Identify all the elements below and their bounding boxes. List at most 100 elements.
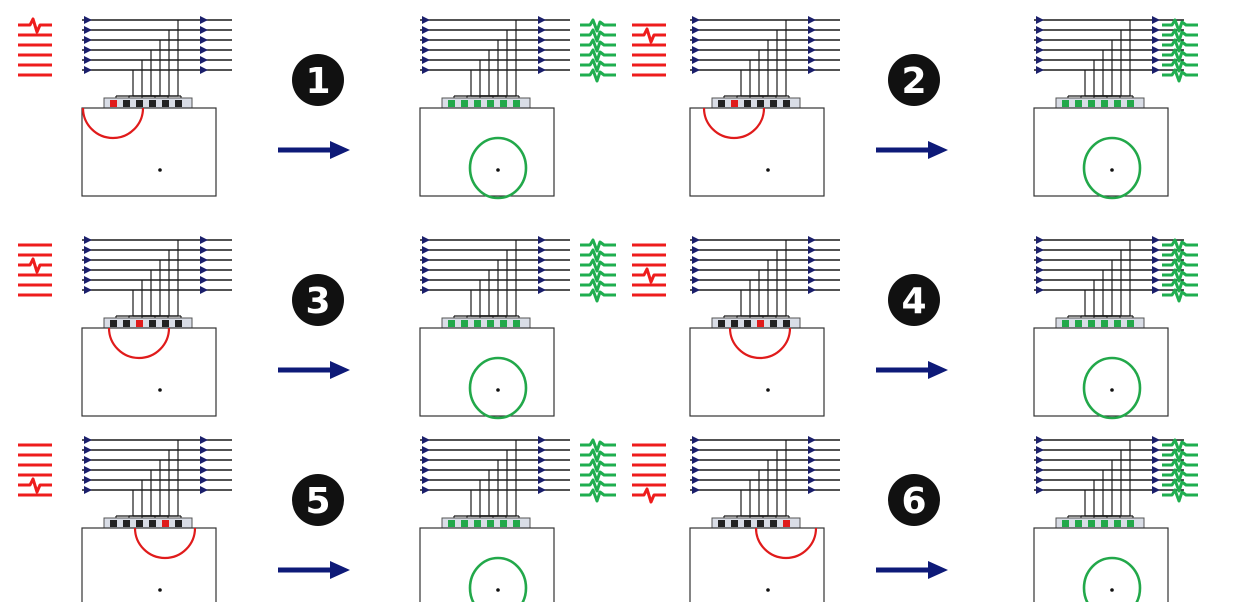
waveform-trace [1162,478,1198,493]
output-waveforms [580,18,616,83]
channel-triangle-icon [1152,286,1160,294]
electrode-contact [110,320,117,327]
step-number: 4 [901,281,926,322]
electrode-contact [500,320,507,327]
channel-triangle-icon [1152,456,1160,464]
channel-triangle-icon [1036,456,1044,464]
input-waveforms [632,243,666,297]
electrode-contact [461,100,468,107]
channel-triangle-icon [692,26,700,34]
channel-triangle-icon [84,456,92,464]
channel-triangle-icon [84,56,92,64]
waveform-trace [1162,438,1198,453]
tissue-region [419,327,555,417]
electrode-contact [123,100,130,107]
electrode-contact [1101,520,1108,527]
channel-triangle-icon [422,256,430,264]
channel-triangle-icon [808,276,816,284]
step-badge: 1 [292,54,344,106]
stimulation-panel-after [419,436,570,606]
channel-triangle-icon [84,16,92,24]
channel-triangle-icon [808,436,816,444]
electrode-contact [718,520,725,527]
input-waveforms [632,443,666,504]
channel-triangle-icon [808,66,816,74]
channel-triangle-icon [1036,66,1044,74]
electrode-contact [136,520,143,527]
waveform-trace [580,68,616,83]
output-waveforms [580,438,616,503]
stimulation-field [468,356,528,420]
tissue-region [81,107,217,197]
channel-triangle-icon [1036,436,1044,444]
electrode-contact [1101,100,1108,107]
channel-triangle-icon [808,466,816,474]
channel-triangle-icon [538,486,546,494]
waveform-trace [1162,238,1198,253]
electrode-contact [1075,320,1082,327]
right-arrow-icon [330,361,350,379]
channel-triangle-icon [1152,26,1160,34]
channel-triangle-icon [692,36,700,44]
channel-triangle-icon [200,46,208,54]
stimulation-panel-after [1033,436,1184,606]
transition-arrow [876,561,948,579]
step-badge-circle [292,274,344,326]
channel-triangle-icon [808,476,816,484]
waveform-trace [632,487,666,504]
channel-triangle-icon [1152,486,1160,494]
waveform-trace [1162,48,1198,63]
channel-triangle-icon [808,16,816,24]
target-point [496,588,500,592]
stimulation-panel-after [419,236,570,420]
target-point [766,168,770,172]
channel-triangle-icon [1036,236,1044,244]
channel-triangle-icon [692,446,700,454]
output-waveforms [1162,438,1198,503]
channel-triangle-icon [200,446,208,454]
channel-triangle-icon [200,36,208,44]
electrode-contact [1062,100,1069,107]
waveform-trace [1162,18,1198,33]
channel-triangle-icon [84,26,92,34]
channel-triangle-icon [692,486,700,494]
channel-triangle-icon [84,36,92,44]
channel-triangle-icon [1036,36,1044,44]
electrode-contact [448,320,455,327]
channel-triangle-icon [422,16,430,24]
channel-triangle-icon [1036,266,1044,274]
channel-triangle-icon [422,486,430,494]
channel-triangle-icon [538,66,546,74]
electrode-contact [1127,320,1134,327]
waveform-trace [1162,248,1198,263]
tissue-region [689,107,825,197]
channel-triangle-icon [200,266,208,274]
stimulation-panel-before [689,436,840,606]
electrode-contact [1062,520,1069,527]
waveform-trace [1162,58,1198,73]
electrode-contact [123,320,130,327]
channel-triangle-icon [84,476,92,484]
waveform-trace [580,438,616,453]
channel-triangle-icon [200,236,208,244]
electrode-contact [757,320,764,327]
electrode-contact [110,520,117,527]
waveform-trace [18,477,52,494]
electrode-contact [175,320,182,327]
waveform-trace [580,38,616,53]
input-waveforms [18,17,52,77]
channel-triangle-icon [1036,476,1044,484]
channel-triangle-icon [1036,286,1044,294]
channel-triangle-icon [200,476,208,484]
waveform-trace [1162,448,1198,463]
step-badge: 5 [292,474,344,526]
channel-triangle-icon [84,446,92,454]
channel-triangle-icon [538,236,546,244]
electrode-contact [783,100,790,107]
channel-triangle-icon [200,56,208,64]
electrode-contact [1088,520,1095,527]
channel-triangle-icon [808,256,816,264]
electrode-contact [448,100,455,107]
step-number: 6 [901,481,926,522]
channel-triangle-icon [1152,476,1160,484]
